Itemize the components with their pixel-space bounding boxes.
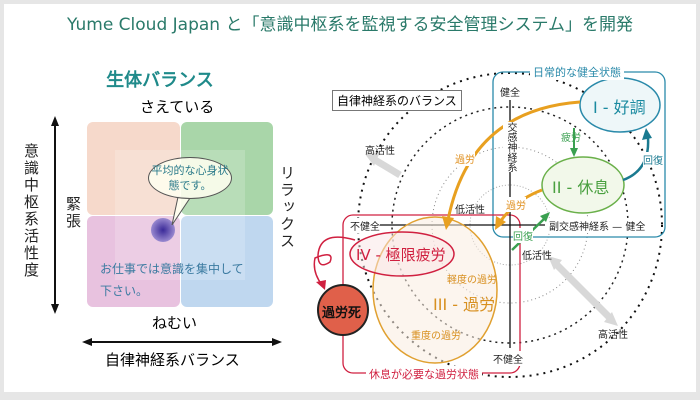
state-4-ellipse — [349, 231, 455, 277]
label-tension: 緊張 — [64, 196, 82, 230]
message-line-2: 下さい。 — [100, 284, 149, 298]
high-activity-label-1: 高活性 — [365, 146, 395, 157]
overwork-label-2: 過労 — [506, 197, 526, 212]
fatigue-label: 疲労 — [561, 133, 581, 144]
recovery-arrow-blue — [622, 137, 650, 182]
activity-arrow-1 — [373, 156, 402, 179]
overwork-label-1: 過労 — [455, 151, 475, 166]
severe-overwork-label: 重度の過労 — [411, 331, 461, 342]
quadrant-top-left — [87, 122, 180, 215]
state-3-label: III - 過労 — [433, 295, 496, 314]
message-line-1: お仕事では意識を集中して — [100, 262, 244, 276]
speech-bubble: 平均的な心身状態です。 — [148, 157, 232, 199]
horizontal-axis-label: 副交感神経系 — 健全 — [549, 218, 646, 233]
y-axis-label: 意識中枢系活性度 — [22, 143, 40, 279]
left-heading: 生体バランス — [106, 70, 214, 91]
label-relax: リラックス — [278, 165, 296, 250]
low-activity-label-2: 低活性 — [522, 251, 552, 262]
state-2-label: II - 休息 — [552, 178, 610, 197]
mild-overwork-label: 軽度の過労 — [447, 275, 497, 286]
label-sleepy: ねむい — [152, 314, 198, 332]
death-label: 過労死 — [322, 306, 362, 321]
page-title: Yume Cloud Japan と「意識中枢系を監視する安全管理システム」を開… — [67, 15, 633, 35]
horizontal-left-label: 不健全 — [350, 218, 380, 233]
healthy-zone-label: 日常的な健全状態 — [530, 64, 624, 80]
high-activity-label-2: 高活性 — [598, 330, 628, 341]
death-circle — [317, 284, 369, 336]
balance-legend-box: 自律神経系のバランス — [332, 90, 462, 111]
vertical-top-label: 健全 — [500, 84, 520, 99]
state-4-label: IV - 極限疲労 — [356, 246, 446, 264]
quadrant-bottom-right — [181, 216, 273, 307]
x-axis-label: 自律神経系バランス — [105, 351, 240, 369]
low-activity-label-1: 低活性 — [455, 205, 485, 216]
state-2-ellipse — [541, 156, 625, 214]
vertical-axis-label: 交感神経系 — [503, 122, 518, 172]
overwork-arrow-1 — [446, 100, 581, 221]
state-1-label: I - 好調 — [593, 98, 646, 117]
recovery-label-blue: 回復 — [643, 152, 663, 167]
label-awake: さえている — [140, 98, 215, 116]
recovery-label-green: 回復 — [513, 228, 533, 243]
death-arrow — [313, 236, 356, 286]
overwork-zone-label: 休息が必要な過労状態 — [366, 366, 482, 382]
vertical-bottom-label: 不健全 — [493, 351, 523, 366]
activity-arrow-2 — [553, 261, 613, 321]
state-dot — [151, 218, 175, 242]
